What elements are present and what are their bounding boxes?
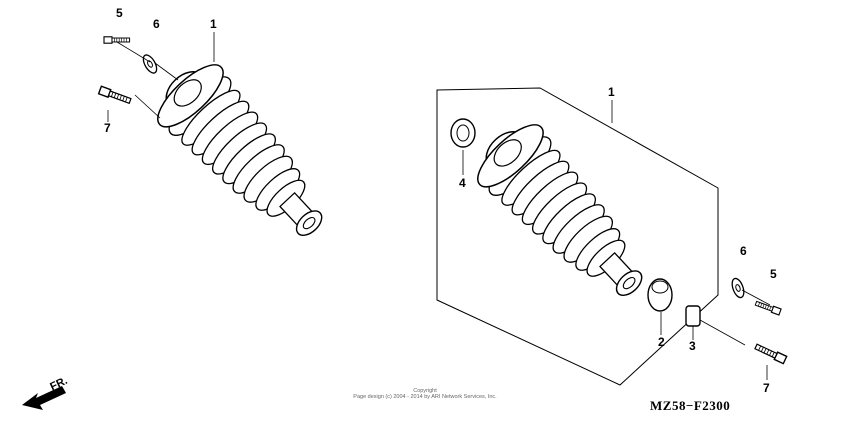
callout-right-2: 2: [658, 335, 665, 349]
right-bolt-5: [754, 299, 782, 316]
callout-left-1: 1: [210, 17, 217, 31]
collar-3: [685, 305, 701, 327]
diagram-code: MZ58−F2300: [650, 398, 731, 413]
copyright-notice: Copyright Page design (c) 2004 - 2014 by…: [300, 388, 550, 400]
callout-right-7: 7: [763, 381, 770, 395]
bushing-4: [450, 118, 476, 148]
callout-right-3: 3: [689, 339, 696, 353]
callout-left-5: 5: [116, 6, 123, 20]
front-direction-arrow-icon: [22, 386, 66, 410]
bushing-2: [647, 278, 673, 312]
callout-right-4: 4: [459, 176, 466, 190]
right-washer-6: [729, 276, 747, 300]
left-bolt-5: [103, 36, 131, 44]
left-bolt-7: [97, 85, 133, 106]
callout-right-1: 1: [608, 85, 615, 99]
right-bolt-7: [753, 342, 788, 365]
left-shock-absorber: [143, 50, 347, 260]
callout-right-5: 5: [770, 267, 777, 281]
callout-left-7: 7: [104, 121, 111, 135]
callout-left-6: 6: [153, 17, 160, 31]
assembly-outline: [436, 87, 719, 386]
copyright-line2: Page design (c) 2004 - 2014 by ARI Netwo…: [353, 394, 497, 400]
callout-right-6: 6: [740, 244, 747, 258]
copyright-line1: Copyright: [413, 388, 437, 394]
